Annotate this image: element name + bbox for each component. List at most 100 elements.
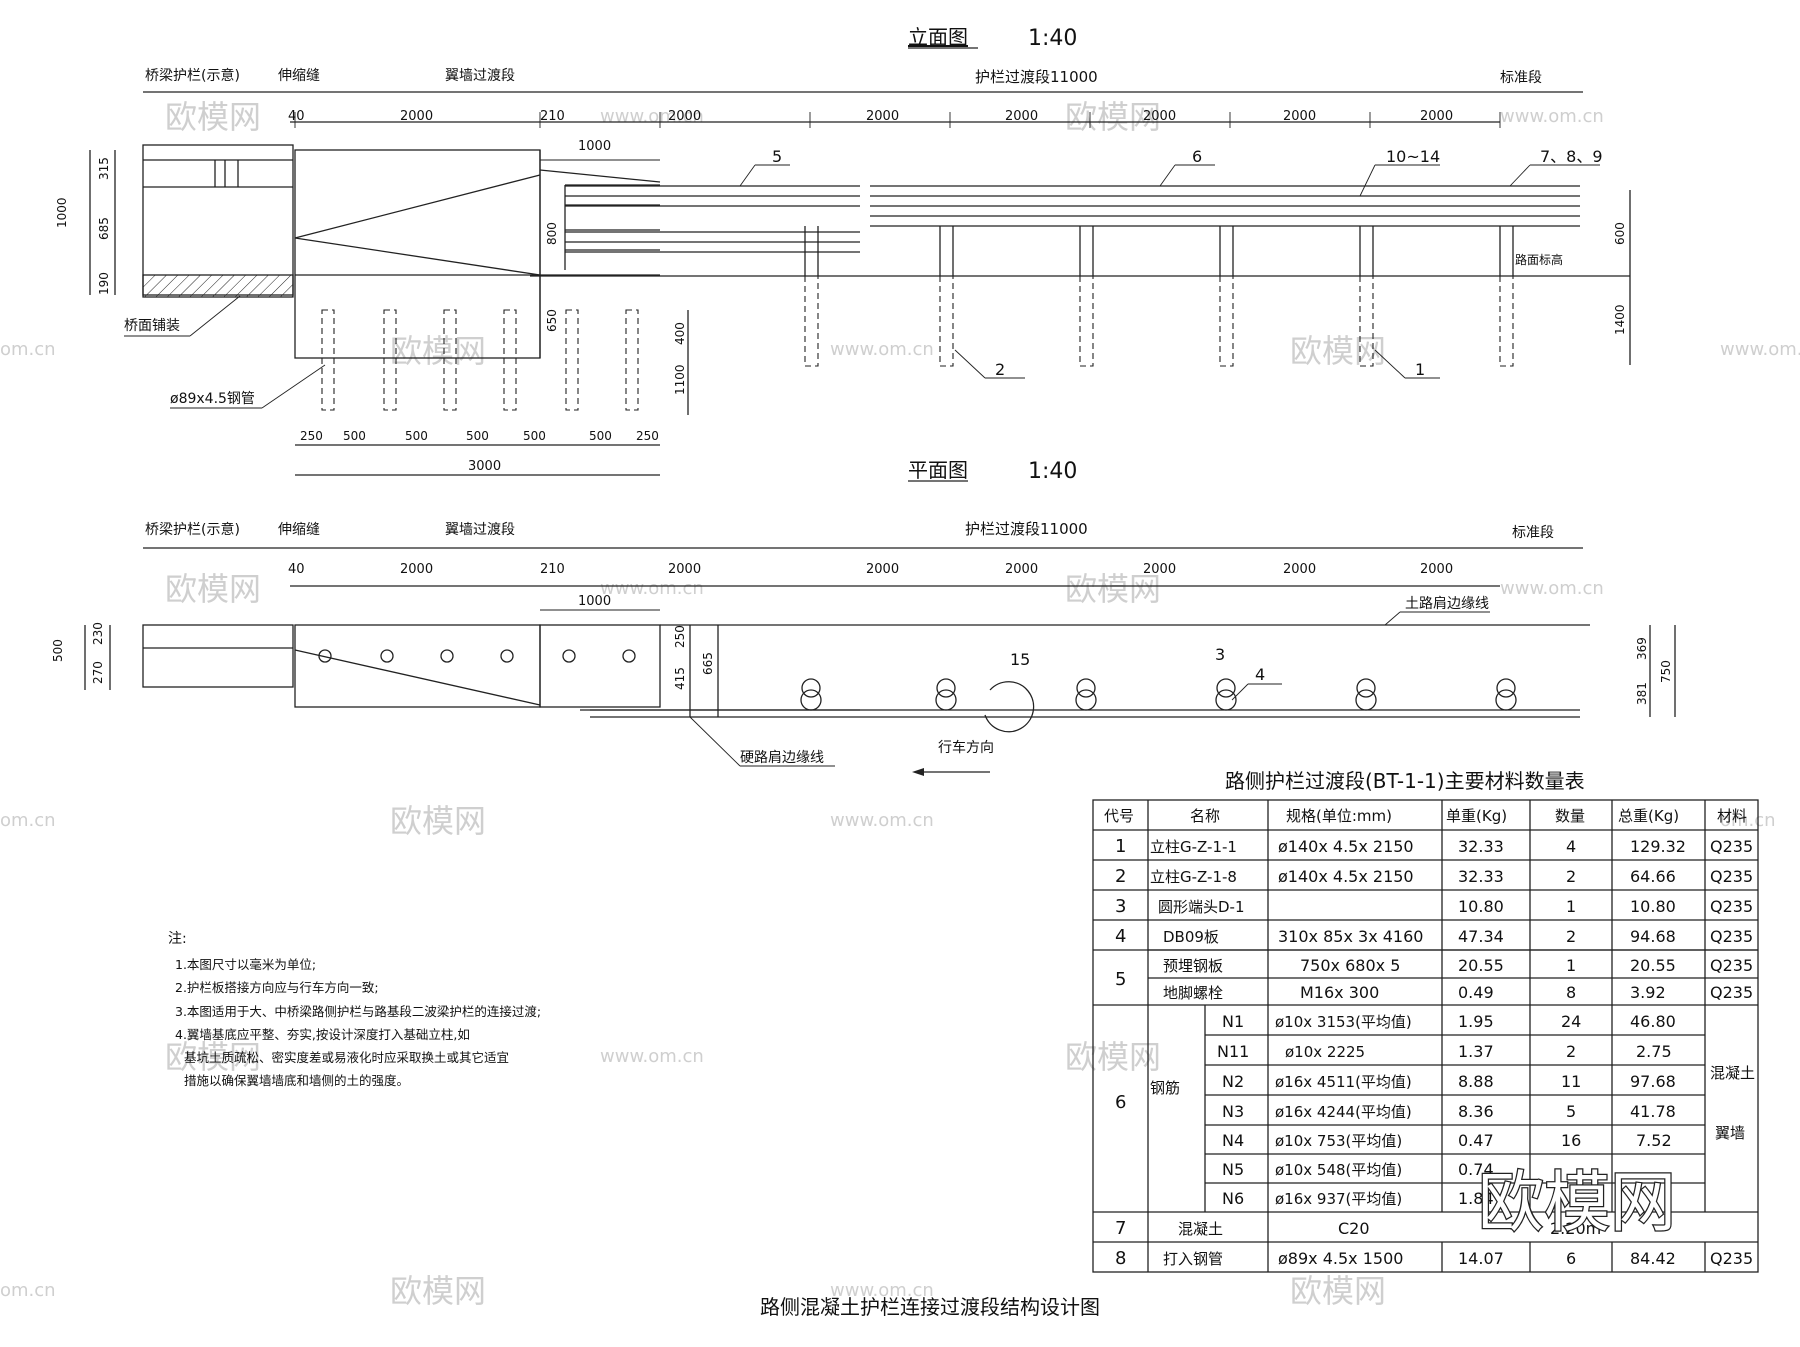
hard-edge-label: 硬路肩边缘线 — [740, 750, 824, 766]
cell-total: 7.52 — [1636, 1131, 1672, 1150]
cell-spec: ø16x 937(平均值) — [1275, 1190, 1402, 1208]
watermark-site: om.cn — [0, 810, 56, 831]
dim-mid: 1100 — [673, 364, 687, 395]
bridge-deck-label: 桥面铺装 — [124, 318, 180, 334]
cell-unit-weight: 32.33 — [1458, 867, 1504, 886]
watermark-brand: 欧模网 — [165, 570, 261, 608]
soil-edge-label: 土路肩边缘线 — [1405, 596, 1489, 612]
dim: 2000 — [1005, 109, 1038, 124]
cell-unit-weight: 8.36 — [1458, 1102, 1494, 1121]
cell-name: 圆形端头D-1 — [1158, 898, 1245, 916]
elevation-title: 立面图 — [908, 25, 968, 49]
cell-spec: ø10x 2225 — [1285, 1043, 1365, 1061]
dim: 2000 — [866, 109, 899, 124]
dim: 2000 — [1420, 562, 1453, 577]
dim: 2000 — [1283, 109, 1316, 124]
dim: 2000 — [400, 109, 433, 124]
cell-spec: C20 — [1338, 1219, 1370, 1238]
table-header: 单重(Kg) — [1446, 807, 1507, 825]
callout: 5 — [772, 147, 782, 166]
label-wingwall-transition: 翼墙过渡段 — [445, 68, 515, 84]
cell-subcode: N4 — [1222, 1131, 1244, 1150]
cell-total: 84.42 — [1630, 1249, 1676, 1268]
callout: 10~14 — [1386, 147, 1440, 166]
table-header: 材料 — [1717, 807, 1747, 825]
dim-mid: 415 — [673, 667, 687, 690]
cell-unit-weight: 20.55 — [1458, 956, 1504, 975]
table-row: N1 ø10x 3153(平均值) 1.95 24 46.80 — [1222, 1012, 1676, 1031]
cell-spec: ø16x 4244(平均值) — [1275, 1103, 1412, 1121]
note-line: 4.翼墙基底应平整、夯实,按设计深度打入基础立柱,如 — [175, 1027, 470, 1042]
table-row: N11 ø10x 2225 1.37 2 2.75 — [1217, 1042, 1672, 1061]
cell-material: 混凝土 — [1710, 1064, 1755, 1082]
dim-mid: 800 — [545, 222, 559, 245]
cell-total: 2.75 — [1636, 1042, 1672, 1061]
cell-code: 2 — [1115, 866, 1126, 887]
elevation-scale: 1:40 — [1028, 26, 1077, 51]
dim: 2000 — [1143, 109, 1176, 124]
note-line: 1.本图尺寸以毫米为单位; — [175, 957, 316, 972]
drawing-title: 路侧混凝土护栏连接过渡段结构设计图 — [760, 1295, 1100, 1319]
table-row: N4 ø10x 753(平均值) 0.47 16 7.52 — [1222, 1131, 1672, 1150]
watermark-site: www.om.cn — [830, 1280, 934, 1301]
dim-bottom: 500 — [405, 429, 428, 443]
cell-spec: 750x 680x 5 — [1300, 956, 1400, 975]
dim-right: 750 — [1659, 660, 1673, 683]
cell-name: 立柱G-Z-1-8 — [1150, 868, 1237, 886]
cell-spec: ø10x 753(平均值) — [1275, 1132, 1402, 1150]
dim-bottom: 500 — [343, 429, 366, 443]
dim-bottom: 250 — [300, 429, 323, 443]
cell-name: DB09板 — [1163, 928, 1219, 946]
cell-code: 8 — [1115, 1248, 1126, 1269]
watermark-brand: 欧模网 — [390, 1272, 486, 1310]
cell-spec: ø89x 4.5x 1500 — [1278, 1249, 1403, 1268]
table-row: 8 打入钢管 ø89x 4.5x 1500 14.07 6 84.42 Q235 — [1115, 1248, 1753, 1269]
material-table: 路侧护栏过渡段(BT-1-1)主要材料数量表 — [1092, 769, 1759, 1273]
dim-left: 230 — [91, 622, 105, 645]
cell-material: Q235 — [1710, 867, 1753, 886]
table-header: 数量 — [1555, 807, 1585, 825]
cell-subcode: N1 — [1222, 1012, 1244, 1031]
road-level-label: 路面标高 — [1515, 252, 1563, 267]
cell-material: Q235 — [1710, 1249, 1753, 1268]
notes: 注: 1.本图尺寸以毫米为单位; 2.护栏板搭接方向应与行车方向一致; 3.本图… — [168, 931, 541, 1088]
direction-label: 行车方向 — [938, 739, 994, 756]
watermarks: 欧模网 www.om.cn 欧模网 www.om.cn om.cn 欧模网 ww… — [0, 98, 1800, 1310]
watermark-site: www.om.cn — [830, 339, 934, 360]
cell-code: 5 — [1115, 969, 1126, 990]
label-wingwall-transition: 翼墙过渡段 — [445, 522, 515, 538]
cell-code: 1 — [1115, 836, 1126, 857]
dim-mid: 650 — [545, 309, 559, 332]
label-standard-section: 标准段 — [1500, 70, 1542, 86]
watermark-brand: 欧模网 — [1065, 98, 1161, 136]
table-title: 路侧护栏过渡段(BT-1-1)主要材料数量表 — [1225, 769, 1585, 793]
cell-total: 97.68 — [1630, 1072, 1676, 1091]
dim: 210 — [540, 109, 565, 124]
notes-heading: 注: — [168, 931, 187, 947]
dim-right: 369 — [1635, 637, 1649, 660]
watermark-site: om.cn — [0, 1280, 56, 1301]
note-line: 措施以确保翼墙墙底和墙侧的土的强度。 — [184, 1073, 409, 1088]
label-expansion-joint: 伸缩缝 — [278, 68, 320, 84]
table-row: 2 立柱G-Z-1-8 ø140x 4.5x 2150 32.33 2 64.6… — [1115, 866, 1753, 887]
cell-subcode: N3 — [1222, 1102, 1244, 1121]
cell-unit-weight: 32.33 — [1458, 837, 1504, 856]
table-row: N6 ø16x 937(平均值) 1.84 — [1222, 1189, 1494, 1208]
dim-right: 381 — [1635, 682, 1649, 705]
cell-qty: 6 — [1566, 1249, 1576, 1268]
table-row: N5 ø10x 548(平均值) 0.74 — [1222, 1160, 1494, 1179]
plan-title: 平面图 — [908, 458, 968, 482]
cell-code: 6 — [1115, 1092, 1126, 1113]
cell-spec: ø140x 4.5x 2150 — [1278, 867, 1414, 886]
callout: 4 — [1255, 665, 1265, 684]
watermark-site: www.om.cn — [830, 810, 934, 831]
cell-spec: ø10x 548(平均值) — [1275, 1161, 1402, 1179]
table-row: N3 ø16x 4244(平均值) 8.36 5 41.78 — [1222, 1102, 1676, 1121]
cell-qty: 5 — [1566, 1102, 1576, 1121]
cell-qty: 24 — [1561, 1012, 1581, 1031]
dim: 2000 — [668, 109, 701, 124]
cell-qty: 11 — [1561, 1072, 1581, 1091]
dim-bottom: 500 — [589, 429, 612, 443]
cell-material: Q235 — [1710, 837, 1753, 856]
